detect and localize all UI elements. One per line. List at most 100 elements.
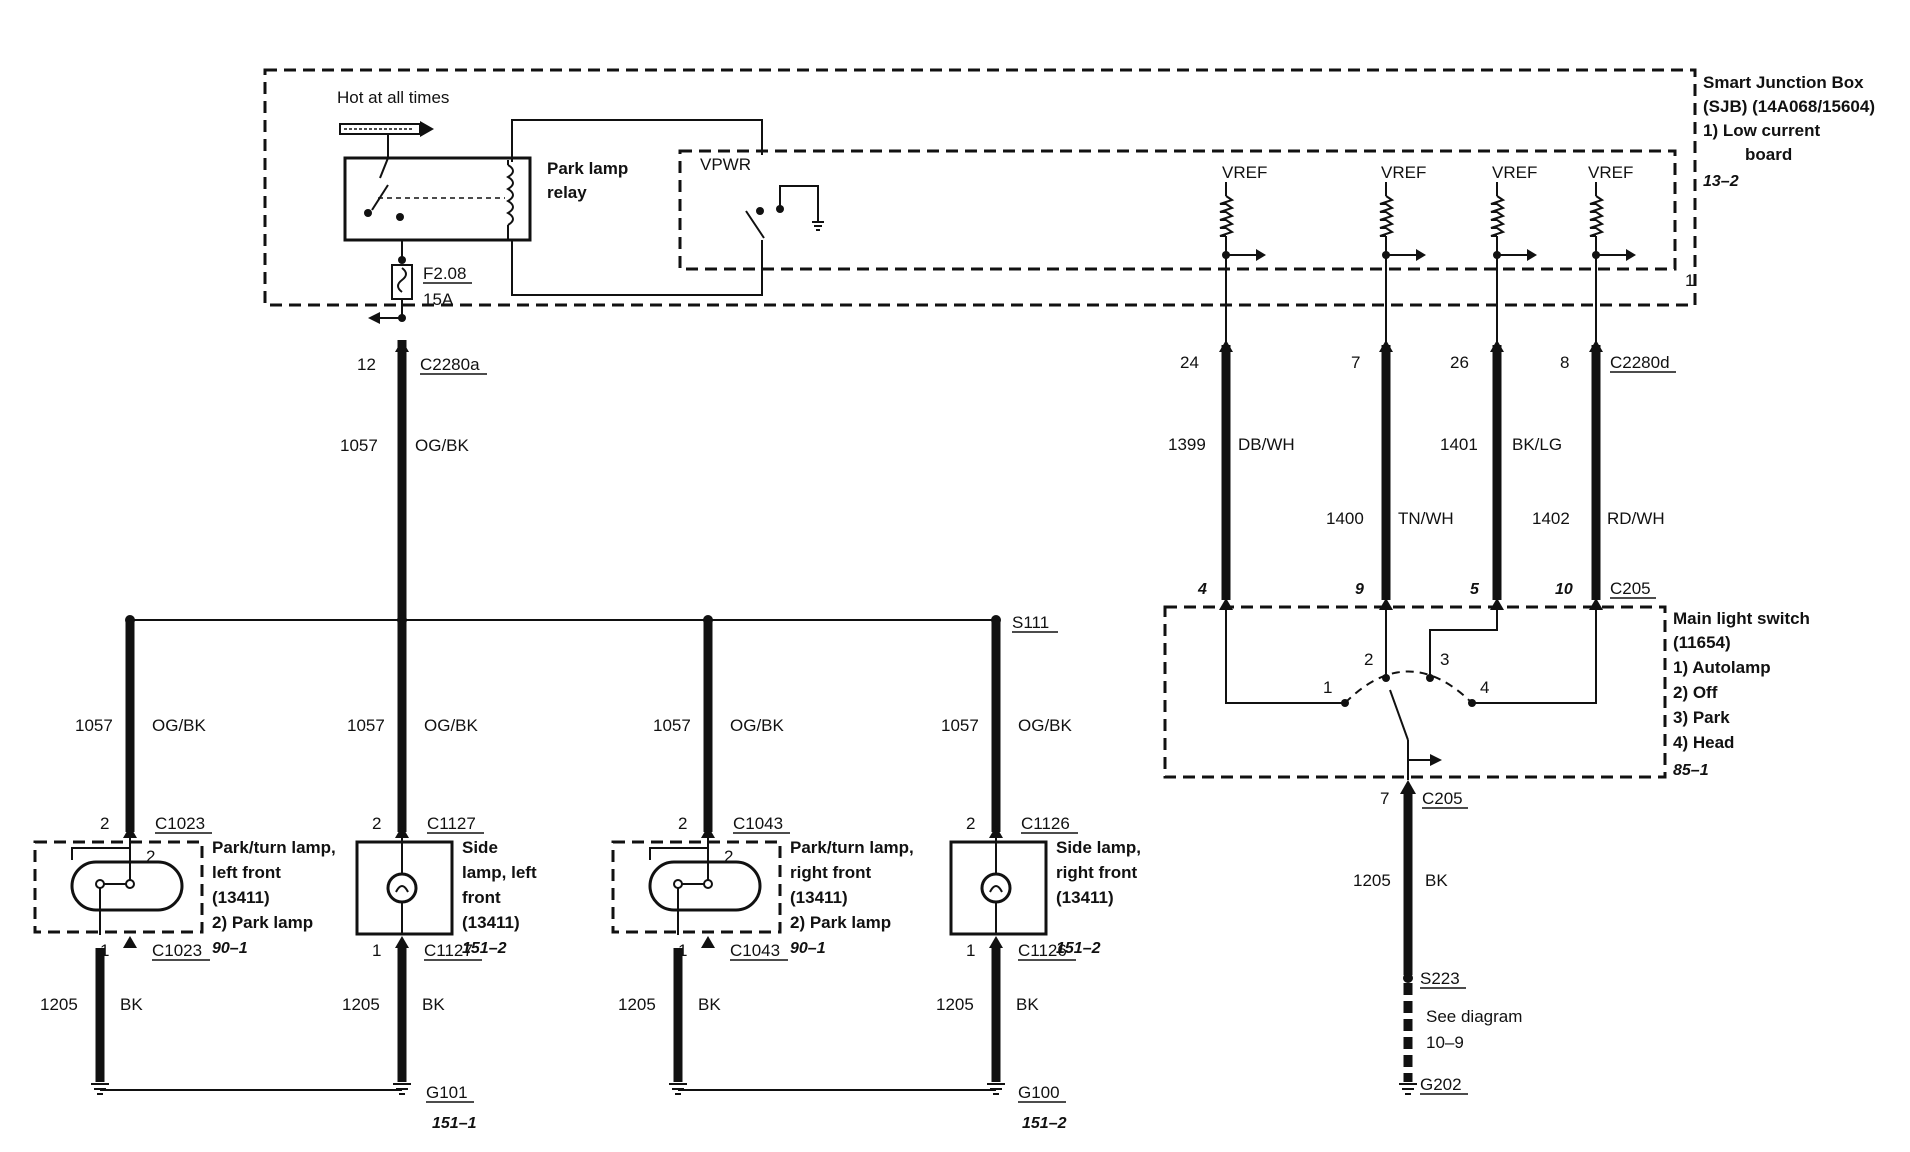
ground-symbols <box>91 1083 1417 1095</box>
ground-icon <box>91 1083 109 1095</box>
wire-1205-switch-color: BK <box>1425 871 1448 890</box>
lamp-label-line: front <box>462 888 501 907</box>
lamp-ground-circuit: 1205 <box>40 995 78 1014</box>
lamp-bottom-terminal-icon <box>123 936 137 948</box>
lamp-label-line: Park/turn lamp, <box>212 838 336 857</box>
ground-icon <box>987 1083 1005 1095</box>
lamp-top-pin: 2 <box>966 814 975 833</box>
wire-1057-feed-color: OG/BK <box>415 436 470 455</box>
switch-wire-head <box>1472 602 1597 704</box>
lamp-bottom-terminal-icon <box>701 936 715 948</box>
switch-title-1: Main light switch <box>1673 609 1810 628</box>
c205-pin-5: 5 <box>1470 581 1480 598</box>
sjb-title-3: 1) Low current <box>1703 121 1820 140</box>
lamp-bottom-pin: 1 <box>372 941 381 960</box>
switch-pos-2: 2 <box>1364 650 1373 669</box>
switch-title-4: 2) Off <box>1673 683 1718 702</box>
lamp-label-line: left front <box>212 863 281 882</box>
c2280d-name: C2280d <box>1610 353 1670 372</box>
lamp-ground-circuit: 1205 <box>618 995 656 1014</box>
lamp-housing <box>33 840 204 934</box>
wire-1399-color: DB/WH <box>1238 435 1295 454</box>
park-lamp-relay <box>343 156 532 242</box>
module-pin-1: 1 <box>1685 271 1694 290</box>
ground-g100-ref: 151–2 <box>1022 1115 1067 1132</box>
smart-junction-box: Smart Junction Box (SJB) (14A068/15604) … <box>263 68 1875 345</box>
lamp-label-line: 2) Park lamp <box>790 913 891 932</box>
vref-pullups: VREF VREF VREF VREF <box>1222 163 1633 182</box>
ground-g100: G100 <box>1018 1083 1060 1102</box>
ground-icon <box>1399 1083 1417 1095</box>
vref-sense-arrow-icon <box>1527 249 1537 261</box>
main-light-switch: 1 2 3 4 <box>1163 602 1667 780</box>
vref-sense-arrow-icon <box>1416 249 1426 261</box>
lamp-top-pin: 2 <box>372 814 381 833</box>
wire-1402-circuit: 1402 <box>1532 509 1570 528</box>
lamp-ref: 90–1 <box>212 940 248 957</box>
hot-at-all-times-label: Hot at all times <box>337 88 449 107</box>
sjb-boundary <box>263 68 1697 307</box>
lamp-branch-color: OG/BK <box>152 716 207 735</box>
c2280a-pin: 12 <box>357 355 376 374</box>
connector-c205-top: 4 9 5 10 C205 <box>1197 579 1656 599</box>
vref-label-1: VREF <box>1222 163 1267 182</box>
switch-pos-4: 4 <box>1480 678 1489 697</box>
fuse-f208 <box>368 240 413 324</box>
switch-title-2: (11654) <box>1673 633 1731 652</box>
lamp-label-line: (13411) <box>212 888 270 907</box>
lamp-label-line: lamp, left <box>462 863 537 882</box>
vref-label-2: VREF <box>1381 163 1426 182</box>
connector-c2280d: 24 7 26 8 C2280d <box>1180 353 1676 373</box>
c2280a-name: C2280a <box>420 355 480 374</box>
wire-1401-circuit: 1401 <box>1440 435 1478 454</box>
lamp-ground-color: BK <box>698 995 721 1014</box>
splice-s111: S111 <box>1012 613 1049 632</box>
pullup-resistors <box>1219 182 1636 345</box>
switch-pos-1: 1 <box>1323 678 1332 697</box>
switch-ref: 85–1 <box>1673 762 1709 779</box>
relay-label-1: Park lamp <box>547 159 628 178</box>
lamp-housing <box>355 840 454 936</box>
switch-boundary <box>1163 605 1667 779</box>
wire-1205-switch-circuit: 1205 <box>1353 871 1391 890</box>
switch-title-3: 1) Autolamp <box>1673 658 1771 677</box>
sjb-title-1: Smart Junction Box <box>1703 73 1864 92</box>
filament-node <box>703 879 713 889</box>
resistor-icon <box>1589 195 1605 237</box>
resistor-icon <box>1490 195 1506 237</box>
lamp-label-line: Side <box>462 838 498 857</box>
sjb-title-2: (SJB) (14A068/15604) <box>1703 97 1875 116</box>
wire-1402-color: RD/WH <box>1607 509 1665 528</box>
lamp-ground-color: BK <box>422 995 445 1014</box>
wire-1401-color: BK/LG <box>1512 435 1562 454</box>
lamp-bottom-connector: C1126 <box>1018 941 1067 960</box>
see-diagram-1: See diagram <box>1426 1007 1522 1026</box>
bulb-filament <box>989 885 1003 893</box>
relay-coil-icon <box>506 164 514 226</box>
relay-label-2: relay <box>547 183 587 202</box>
lamp-branch-circuit: 1057 <box>75 716 113 735</box>
lamp-label-line: 2) Park lamp <box>212 913 313 932</box>
relay-contact-dot <box>396 213 404 221</box>
lamp-top-terminal-icon <box>123 826 137 838</box>
switch-contact-3 <box>1426 674 1434 682</box>
filament-node <box>125 879 135 889</box>
c2280d-pin-7: 7 <box>1351 353 1360 372</box>
lamp-top-connector: C1043 <box>733 814 783 833</box>
wire-1399-circuit: 1399 <box>1168 435 1206 454</box>
lamp-branch-color: OG/BK <box>730 716 785 735</box>
vpwr-switch <box>745 185 824 239</box>
resistor-icon <box>1219 195 1235 237</box>
lamp-branch-circuit: 1057 <box>347 716 385 735</box>
connector-c2280a: 12 C2280a <box>357 355 487 375</box>
lamp-top-connector: C1126 <box>1021 814 1070 833</box>
lamp-housing <box>949 840 1048 936</box>
bulb-filament <box>677 884 708 911</box>
bulb-icon <box>980 872 1012 904</box>
c2280d-terminal-icon <box>1379 340 1393 352</box>
c2280a-terminal-icon <box>395 340 409 352</box>
lamp-inner-pin: 2 <box>724 847 733 866</box>
switch-pos-3: 3 <box>1440 650 1449 669</box>
